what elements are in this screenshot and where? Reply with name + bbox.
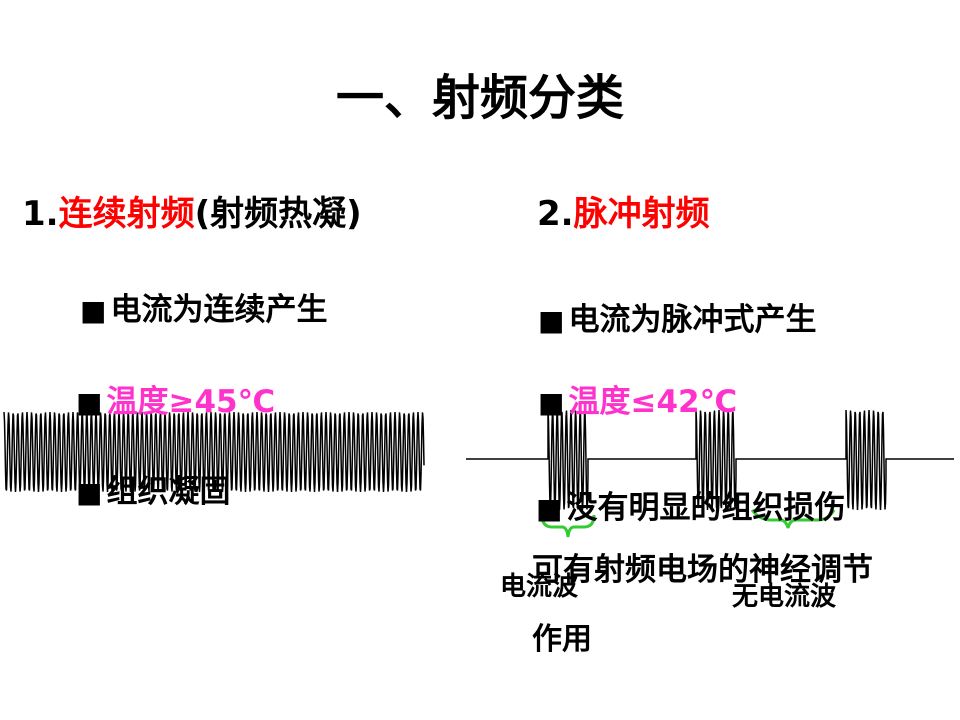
left-heading-main: 连续射频 xyxy=(58,194,195,234)
continuous-wave-line xyxy=(3,411,425,493)
black-square-icon: ■ xyxy=(538,304,565,337)
page-title: 一、射频分类 xyxy=(335,70,624,126)
right-heading-main: 脉冲射频 xyxy=(573,194,710,234)
right-bullet-1: ■电流为脉冲式产生 xyxy=(538,294,816,339)
black-square-icon: ■ xyxy=(536,492,563,525)
left-heading: 1.连续射频(射频热凝) xyxy=(22,186,362,235)
black-square-icon: ■ xyxy=(538,386,565,419)
left-heading-suffix: (射频热凝) xyxy=(194,194,362,234)
current-wave-brace xyxy=(540,514,596,538)
no-current-wave-brace xyxy=(750,509,836,529)
label-current-wave: 电流波 xyxy=(500,572,579,602)
right-bullet-2-text: 温度≤42℃ xyxy=(568,384,738,420)
left-bullet-2: ■温度≥45℃ xyxy=(76,376,275,421)
right-heading: 2.脉冲射频 xyxy=(537,186,710,235)
black-square-icon: ■ xyxy=(76,476,103,509)
left-bullet-3-text: 组织凝固 xyxy=(106,474,231,510)
left-heading-prefix: 1. xyxy=(22,194,59,234)
left-bullet-3: ■组织凝固 xyxy=(76,466,230,511)
right-bullet-3-text: 没有明显的组织损伤 xyxy=(566,490,846,526)
right-heading-prefix: 2. xyxy=(537,194,574,234)
right-bullet-3: ■没有明显的组织损伤 xyxy=(536,482,845,527)
left-bullet-2-text: 温度≥45℃ xyxy=(106,384,276,420)
black-square-icon: ■ xyxy=(80,294,107,327)
right-bullet-4: 可有射频电场的神经调节 xyxy=(532,552,873,588)
right-bullet-1-text: 电流为脉冲式产生 xyxy=(568,302,817,338)
right-bullet-2: ■温度≤42℃ xyxy=(538,376,737,421)
label-effect: 作用 xyxy=(532,622,592,657)
black-square-icon: ■ xyxy=(76,386,103,419)
label-no-current-wave: 无电流波 xyxy=(732,582,837,612)
pulsed-wave-line xyxy=(466,409,954,511)
left-bullet-1: ■电流为连续产生 xyxy=(80,284,327,329)
left-bullet-1-text: 电流为连续产生 xyxy=(110,292,328,328)
